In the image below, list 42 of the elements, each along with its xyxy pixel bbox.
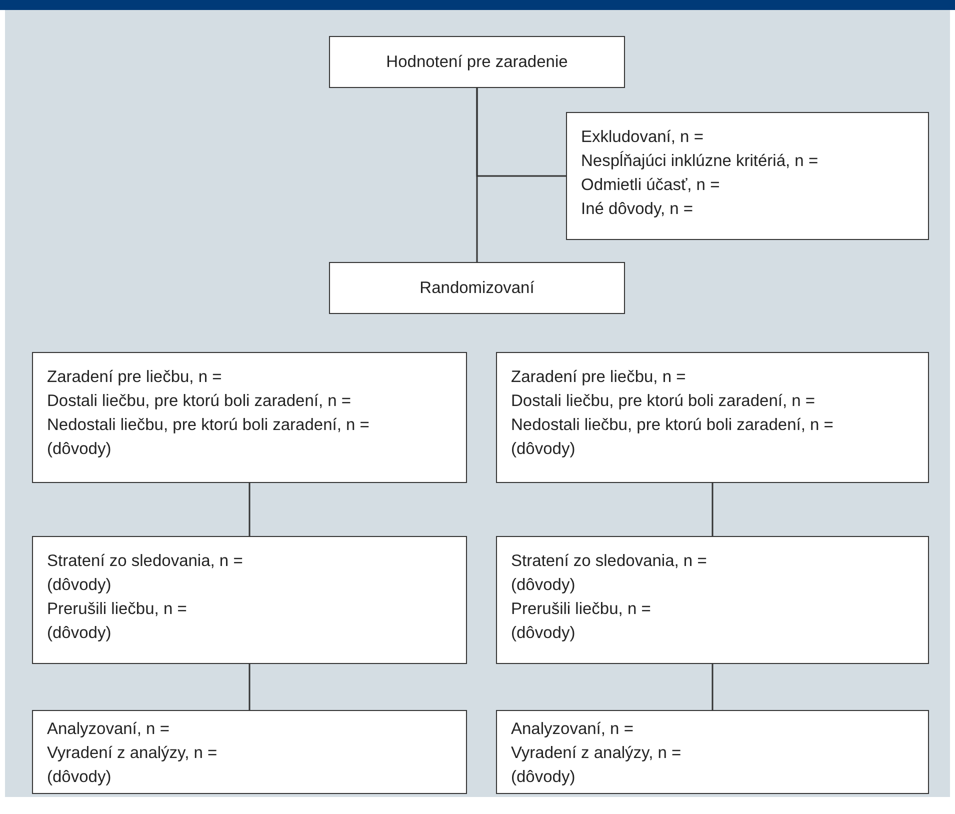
process-box xyxy=(566,112,929,240)
box-text: (dôvody) xyxy=(511,623,576,644)
box-text: Randomizovaní xyxy=(420,278,534,299)
box-text: Nedostali liečbu, pre ktorú boli zaradení, n = xyxy=(47,415,370,436)
process-box xyxy=(329,36,625,88)
box-text: Nedostali liečbu, pre ktorú boli zaradení, n = xyxy=(511,415,834,436)
box-text: (dôvody) xyxy=(511,767,576,788)
connector-line xyxy=(476,88,566,177)
process-box xyxy=(32,710,467,794)
connector-line xyxy=(248,664,250,710)
box-text: Exkludovaní, n = xyxy=(581,127,704,148)
process-box xyxy=(496,710,929,794)
connector-line xyxy=(712,664,714,710)
box-text: Iné dôvody, n = xyxy=(581,199,694,220)
box-text: Analyzovaní, n = xyxy=(47,719,170,740)
box-text: (dôvody) xyxy=(47,623,112,644)
box-text: Stratení zo sledovania, n = xyxy=(511,551,708,572)
box-text: Hodnotení pre zaradenie xyxy=(386,52,568,73)
box-text: Vyradení z analýzy, n = xyxy=(47,743,218,764)
box-text: (dôvody) xyxy=(47,767,112,788)
box-text: Vyradení z analýzy, n = xyxy=(511,743,682,764)
box-text: (dôvody) xyxy=(47,439,112,460)
box-text: Prerušili liečbu, n = xyxy=(511,599,652,620)
connector-line xyxy=(712,483,714,536)
process-box xyxy=(329,262,625,314)
process-box xyxy=(496,536,929,664)
box-text: (dôvody) xyxy=(511,439,576,460)
process-box xyxy=(496,352,929,483)
box-text: Analyzovaní, n = xyxy=(511,719,634,740)
box-text: Zaradení pre liečbu, n = xyxy=(511,367,687,388)
box-text: Prerušili liečbu, n = xyxy=(47,599,188,620)
box-text: (dôvody) xyxy=(47,575,112,596)
process-box xyxy=(32,352,467,483)
process-box xyxy=(32,536,467,664)
connector-line xyxy=(248,483,250,536)
box-text: (dôvody) xyxy=(511,575,576,596)
box-text: Zaradení pre liečbu, n = xyxy=(47,367,223,388)
box-text: Dostali liečbu, pre ktorú boli zaradení, n = xyxy=(511,391,816,412)
box-text: Nespĺňajúci inklúzne kritériá, n = xyxy=(581,150,820,172)
box-text: Odmietli účasť, n = xyxy=(581,175,721,196)
box-text: Stratení zo sledovania, n = xyxy=(47,551,244,572)
box-text: Dostali liečbu, pre ktorú boli zaradení, n = xyxy=(47,391,352,412)
